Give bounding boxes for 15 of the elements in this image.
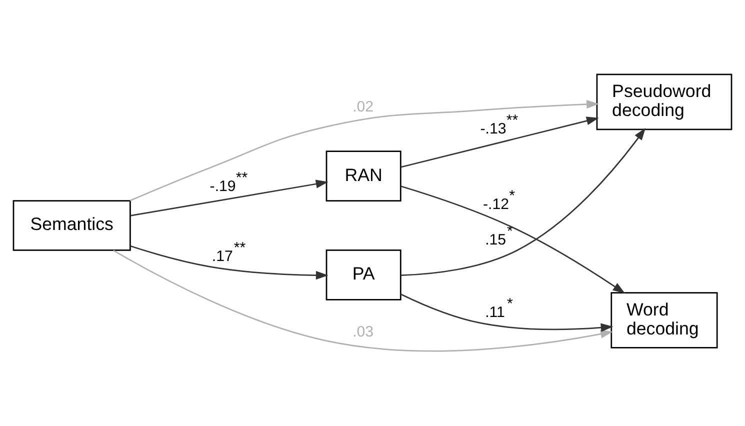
arrow	[130, 100, 599, 202]
node-box: Semantics	[12, 200, 131, 251]
arrow	[400, 128, 646, 276]
node-box: RAN	[326, 150, 402, 202]
node-box: Pseudoword decoding	[596, 74, 732, 130]
node-box: Word decoding	[610, 292, 718, 348]
arrow	[130, 245, 328, 280]
arrow	[130, 180, 328, 216]
arrow	[400, 294, 614, 332]
arrow	[400, 186, 626, 294]
edge-label: .03	[352, 323, 374, 340]
edge-label: .02	[352, 98, 374, 116]
arrow	[400, 116, 599, 168]
node-box: PA	[326, 250, 402, 300]
arrow	[113, 250, 613, 352]
